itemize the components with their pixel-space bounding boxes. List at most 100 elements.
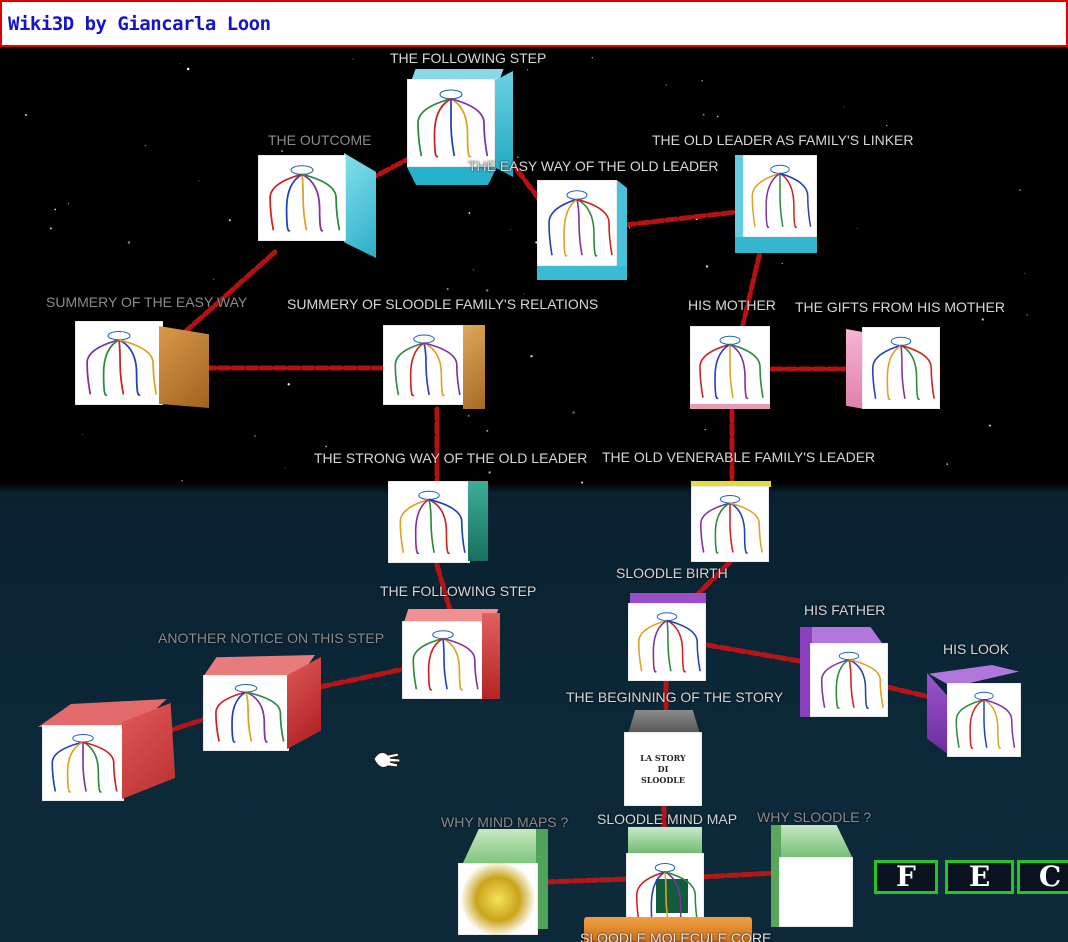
- node-label: HIS MOTHER: [688, 297, 776, 313]
- mind-map-image: [383, 325, 465, 405]
- star: [572, 411, 575, 414]
- node-label: THE EASY WAY OF THE OLD LEADER: [468, 158, 719, 174]
- sloodle-molecule-core[interactable]: [584, 917, 752, 942]
- star: [228, 219, 231, 222]
- star: [485, 289, 489, 292]
- wiki-cube-red-far[interactable]: [38, 699, 198, 803]
- star: [213, 278, 215, 280]
- diagram-image: [779, 857, 853, 927]
- star: [198, 180, 200, 182]
- star: [701, 79, 703, 82]
- wiki-cube-sloodle-birth[interactable]: [628, 593, 708, 683]
- wiki-cube-old-leader-linker[interactable]: [735, 155, 819, 255]
- star: [486, 429, 489, 432]
- node-label: THE OLD VENERABLE FAMILY'S LEADER: [602, 449, 876, 465]
- 3d-scene-viewport[interactable]: THE FOLLOWING STEP THE OUTCOME THE EASY …: [0, 47, 1068, 942]
- hud-button-f[interactable]: F: [874, 860, 938, 894]
- star: [981, 318, 984, 321]
- node-label: WHY SLOODLE ?: [757, 809, 872, 825]
- wiki-cube-why-sloodle[interactable]: [771, 825, 855, 931]
- window-title-bar: Wiki3D by Giancarla Loon: [0, 0, 1068, 47]
- wiki-cube-strong-way[interactable]: [388, 481, 488, 565]
- node-label: HIS LOOK: [943, 641, 1010, 657]
- star: [179, 63, 181, 64]
- star: [702, 113, 705, 116]
- wiki-cube-another-notice[interactable]: [203, 655, 321, 753]
- wiki-cube-summery-easy-way[interactable]: [75, 321, 210, 411]
- node-label: SLOODLE MIND MAP: [597, 811, 738, 827]
- star: [49, 227, 52, 230]
- star: [946, 463, 948, 465]
- molecule-image: [458, 863, 538, 935]
- star: [954, 296, 956, 298]
- star: [280, 150, 284, 153]
- link-beam: [182, 249, 278, 335]
- link-beam: [884, 684, 933, 700]
- star: [856, 227, 858, 229]
- story-cover-line: SLOODLE: [641, 774, 685, 785]
- mind-map-image: [203, 675, 289, 751]
- star: [446, 288, 449, 291]
- node-label: THE FOLLOWING STEP: [380, 583, 537, 599]
- link-beam: [622, 209, 740, 228]
- star: [284, 467, 286, 469]
- star: [352, 58, 354, 60]
- mind-map-image: [388, 481, 470, 563]
- star: [572, 169, 575, 171]
- node-label: THE BEGINNING OF THE STORY: [566, 689, 784, 705]
- wiki-cube-outcome[interactable]: [258, 153, 376, 258]
- mind-map-image: [628, 603, 706, 681]
- mind-map-image: [537, 180, 617, 266]
- node-label: THE GIFTS FROM HIS MOTHER: [795, 299, 1005, 315]
- node-label: SUMMERY OF SLOODLE FAMILY'S RELATIONS: [287, 296, 599, 312]
- star: [186, 67, 190, 71]
- star: [144, 144, 147, 147]
- wiki-cube-his-look[interactable]: [927, 665, 1023, 759]
- star: [25, 113, 28, 117]
- star: [1024, 272, 1026, 274]
- star: [472, 269, 474, 271]
- wiki-cube-venerable-leader[interactable]: [691, 481, 771, 563]
- node-label: THE OLD LEADER AS FAMILY'S LINKER: [652, 132, 914, 148]
- node-label: WHY MIND MAPS ?: [441, 814, 569, 830]
- star: [704, 428, 706, 431]
- star: [81, 434, 83, 436]
- wiki-cube-gifts-mother[interactable]: [846, 327, 942, 411]
- link-beam: [542, 876, 633, 885]
- star: [705, 265, 709, 268]
- star: [665, 84, 668, 86]
- star: [294, 304, 296, 306]
- star: [523, 293, 525, 295]
- node-label: THE STRONG WAY OF THE OLD LEADER: [314, 450, 588, 466]
- node-label: SLOODLE MOLECULE CORE: [580, 930, 772, 942]
- wiki-cube-his-mother[interactable]: [690, 326, 772, 410]
- star: [885, 124, 888, 127]
- star: [254, 435, 256, 437]
- mind-map-image: [42, 725, 124, 801]
- star: [526, 69, 529, 71]
- hud-button-c[interactable]: C: [1017, 860, 1068, 894]
- link-beams: [147, 144, 933, 885]
- wiki-cube-why-mind-maps[interactable]: [458, 829, 548, 939]
- node-label: THE FOLLOWING STEP: [390, 50, 547, 66]
- star: [988, 424, 991, 427]
- link-beam: [317, 666, 407, 690]
- star: [781, 262, 783, 265]
- star: [488, 471, 491, 474]
- star: [628, 227, 631, 229]
- star: [1019, 189, 1021, 191]
- star: [843, 106, 845, 108]
- star: [535, 241, 538, 244]
- link-beam: [739, 249, 763, 332]
- wiki-cube-his-father[interactable]: [800, 627, 890, 719]
- wiki-cube-beginning-story[interactable]: LA STORY DI SLOODLE: [624, 710, 704, 808]
- node-label: HIS FATHER: [804, 602, 886, 618]
- mind-map-image: [407, 79, 495, 167]
- node-label: THE OUTCOME: [268, 132, 372, 148]
- wiki-cube-following-step-top[interactable]: [407, 69, 513, 185]
- wiki-cube-summery-relations[interactable]: [383, 325, 485, 409]
- hud-button-e[interactable]: E: [945, 860, 1014, 894]
- wiki-cube-following-step-mid[interactable]: [402, 609, 500, 701]
- wiki-cube-easy-way[interactable]: [537, 180, 627, 280]
- star: [1026, 314, 1028, 316]
